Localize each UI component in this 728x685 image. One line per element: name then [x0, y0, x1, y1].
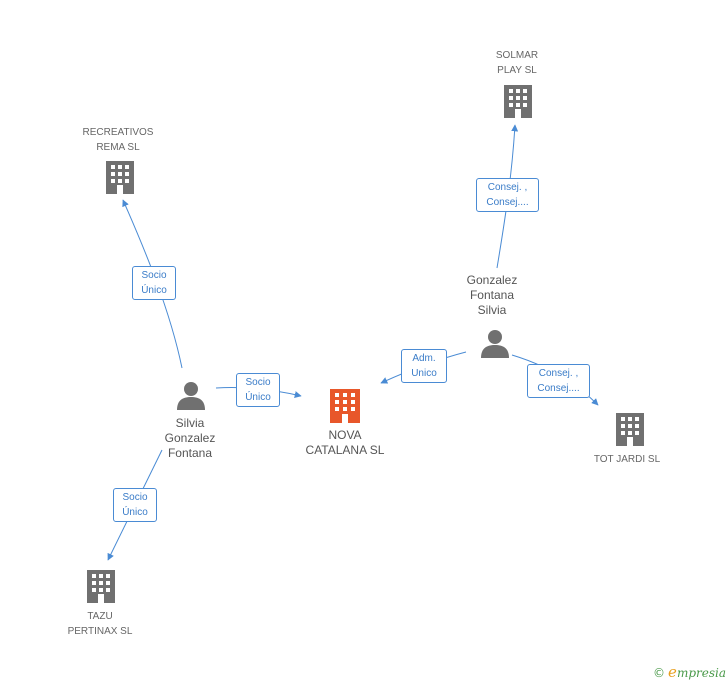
- building-icon[interactable]: [87, 570, 115, 603]
- building-icon[interactable]: [616, 413, 644, 446]
- building-icon[interactable]: [106, 161, 134, 194]
- person-icon[interactable]: [481, 330, 509, 358]
- building-icon[interactable]: [330, 389, 360, 423]
- brand-initial: e: [668, 663, 677, 681]
- edge-label-silvia-to-tazu[interactable]: Socio Único: [113, 488, 157, 522]
- node-label-silvia-gonzalez[interactable]: Silvia Gonzalez Fontana: [164, 416, 216, 460]
- brand-name: mpresia: [676, 666, 726, 680]
- node-label-gonzalez-fontana[interactable]: Gonzalez Fontana Silvia: [466, 273, 518, 317]
- person-icon[interactable]: [177, 382, 205, 410]
- node-label-recreativos-rema[interactable]: RECREATIVOS REMA SL: [82, 127, 154, 153]
- empresia-brand: ©empresia: [653, 663, 726, 681]
- edge-label-silvia-to-rema[interactable]: Socio Único: [132, 266, 176, 300]
- edge-label-gonzalez-to-nova[interactable]: Adm. Unico: [401, 349, 447, 383]
- node-label-nova-catalana[interactable]: NOVA CATALANA SL: [305, 428, 385, 457]
- edge-label-gonzalez-to-solmar[interactable]: Consej. , Consej....: [476, 178, 539, 212]
- building-icon[interactable]: [504, 85, 532, 118]
- edge-label-gonzalez-to-tot[interactable]: Consej. , Consej....: [527, 364, 590, 398]
- node-label-solmar-play[interactable]: SOLMAR PLAY SL: [495, 50, 539, 76]
- edge-label-silvia-to-nova[interactable]: Socio Único: [236, 373, 280, 407]
- copyright-symbol: ©: [653, 666, 666, 680]
- node-label-tot-jardi[interactable]: TOT JARDI SL: [593, 454, 661, 465]
- node-label-tazu-pertinax[interactable]: TAZU PERTINAX SL: [67, 611, 133, 637]
